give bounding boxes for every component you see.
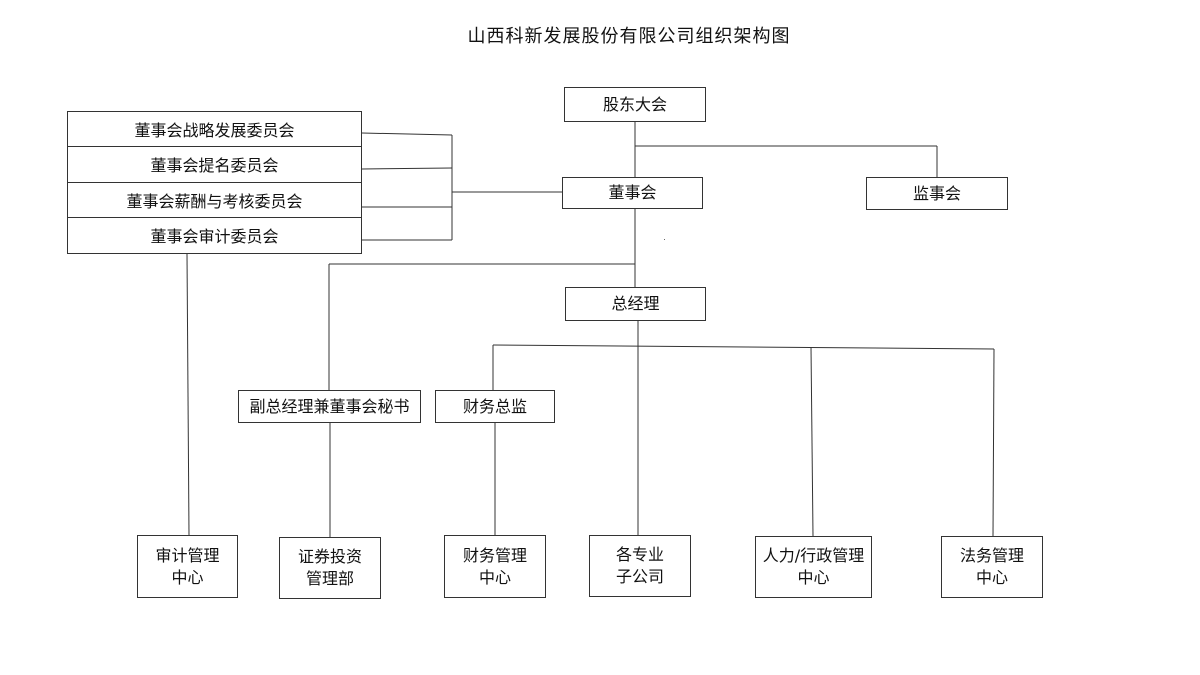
- link-bus-legal: [992, 348, 995, 537]
- board-committees: 董事会战略发展委员会 董事会提名委员会 董事会薪酬与考核委员会 董事会审计委员会: [67, 111, 362, 254]
- node-legal-center: 法务管理 中心: [941, 536, 1043, 598]
- link-gm-bus: [492, 344, 995, 350]
- link-bus-hr: [810, 346, 814, 537]
- node-finance-center: 财务管理 中心: [444, 535, 546, 598]
- node-vp-board-secretary: 副总经理兼董事会秘书: [238, 390, 421, 423]
- node-board: 董事会: [562, 177, 703, 209]
- node-cfo: 财务总监: [435, 390, 555, 423]
- link-committee-1: [361, 132, 453, 136]
- link-committee-2: [361, 167, 453, 170]
- link-audit-committee-center: [186, 253, 190, 536]
- committee-remuneration: 董事会薪酬与考核委员会: [68, 183, 361, 218]
- node-shareholders: 股东大会: [564, 87, 706, 122]
- committee-nomination: 董事会提名委员会: [68, 147, 361, 183]
- committee-strategy: 董事会战略发展委员会: [68, 112, 361, 148]
- committee-audit: 董事会审计委员会: [150, 227, 279, 247]
- chart-title: 山西科新发展股份有限公司组织架构图: [467, 26, 791, 47]
- stray-dot: [664, 239, 665, 240]
- node-hr-admin-center: 人力/行政管理 中心: [755, 536, 872, 598]
- node-general-manager: 总经理: [565, 287, 706, 321]
- node-supervisory: 监事会: [866, 177, 1008, 210]
- node-securities-dept: 证券投资 管理部: [279, 537, 381, 599]
- node-audit-center: 审计管理 中心: [137, 535, 238, 598]
- node-subsidiaries: 各专业 子公司: [589, 535, 691, 597]
